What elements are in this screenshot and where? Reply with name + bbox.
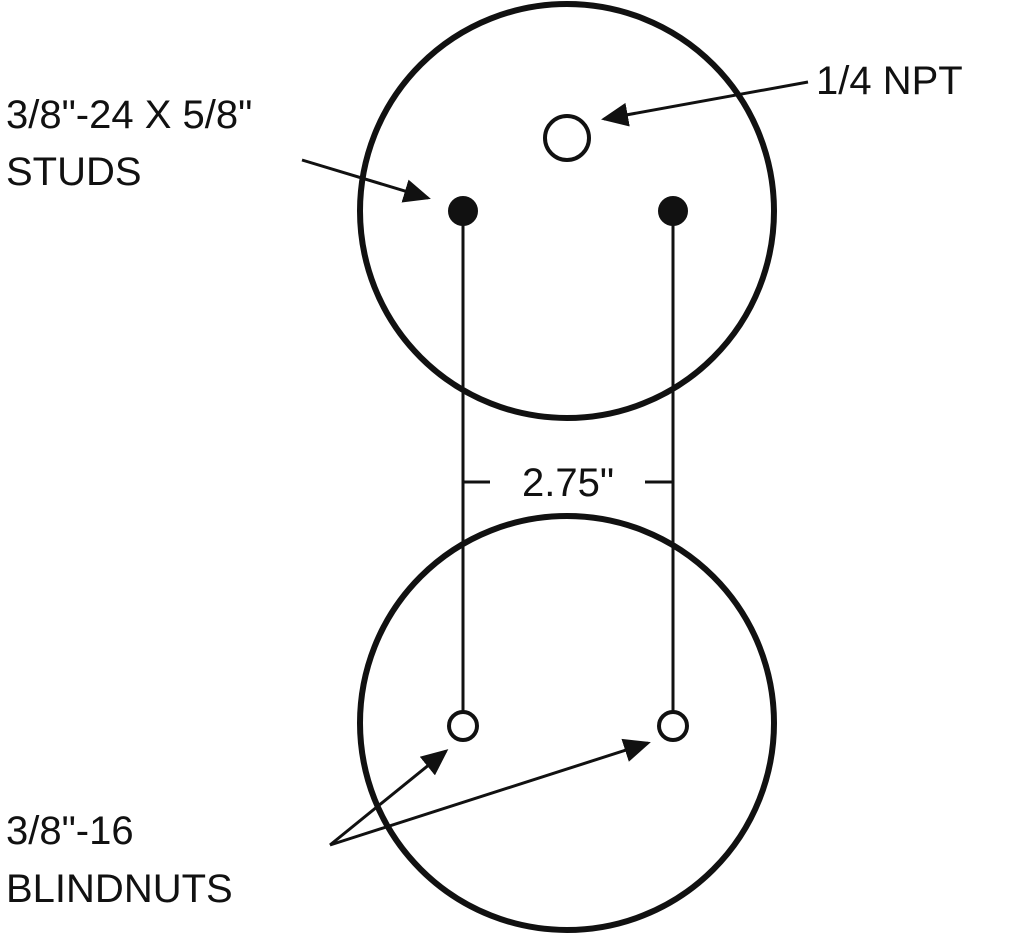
blindnuts-label-line1: 3/8"-16 (6, 809, 134, 853)
top-plate-outline (357, 1, 777, 421)
blindnut-leader-arrow-left (329, 749, 449, 847)
blindnut-left (447, 710, 479, 742)
npt-air-fitting-hole (543, 114, 591, 162)
bottom-plate (357, 513, 777, 933)
stud-right (658, 196, 688, 226)
stud-left (448, 196, 478, 226)
blindnut-right (657, 710, 689, 742)
studs-label-line1: 3/8"-24 X 5/8" (6, 93, 252, 137)
studs-leader-arrow (301, 158, 431, 203)
top-plate (357, 1, 777, 421)
studs-label-line2: STUDS (6, 150, 142, 194)
npt-leader-arrow (601, 80, 809, 127)
dimension-line: 2.75" (463, 461, 673, 505)
blindnuts-label-line2: BLINDNUTS (6, 867, 233, 911)
dimension-label: 2.75" (522, 461, 614, 505)
bottom-plate-outline (357, 513, 777, 933)
npt-label: 1/4 NPT (816, 59, 963, 103)
blindnut-leader-arrow-right (329, 738, 651, 847)
